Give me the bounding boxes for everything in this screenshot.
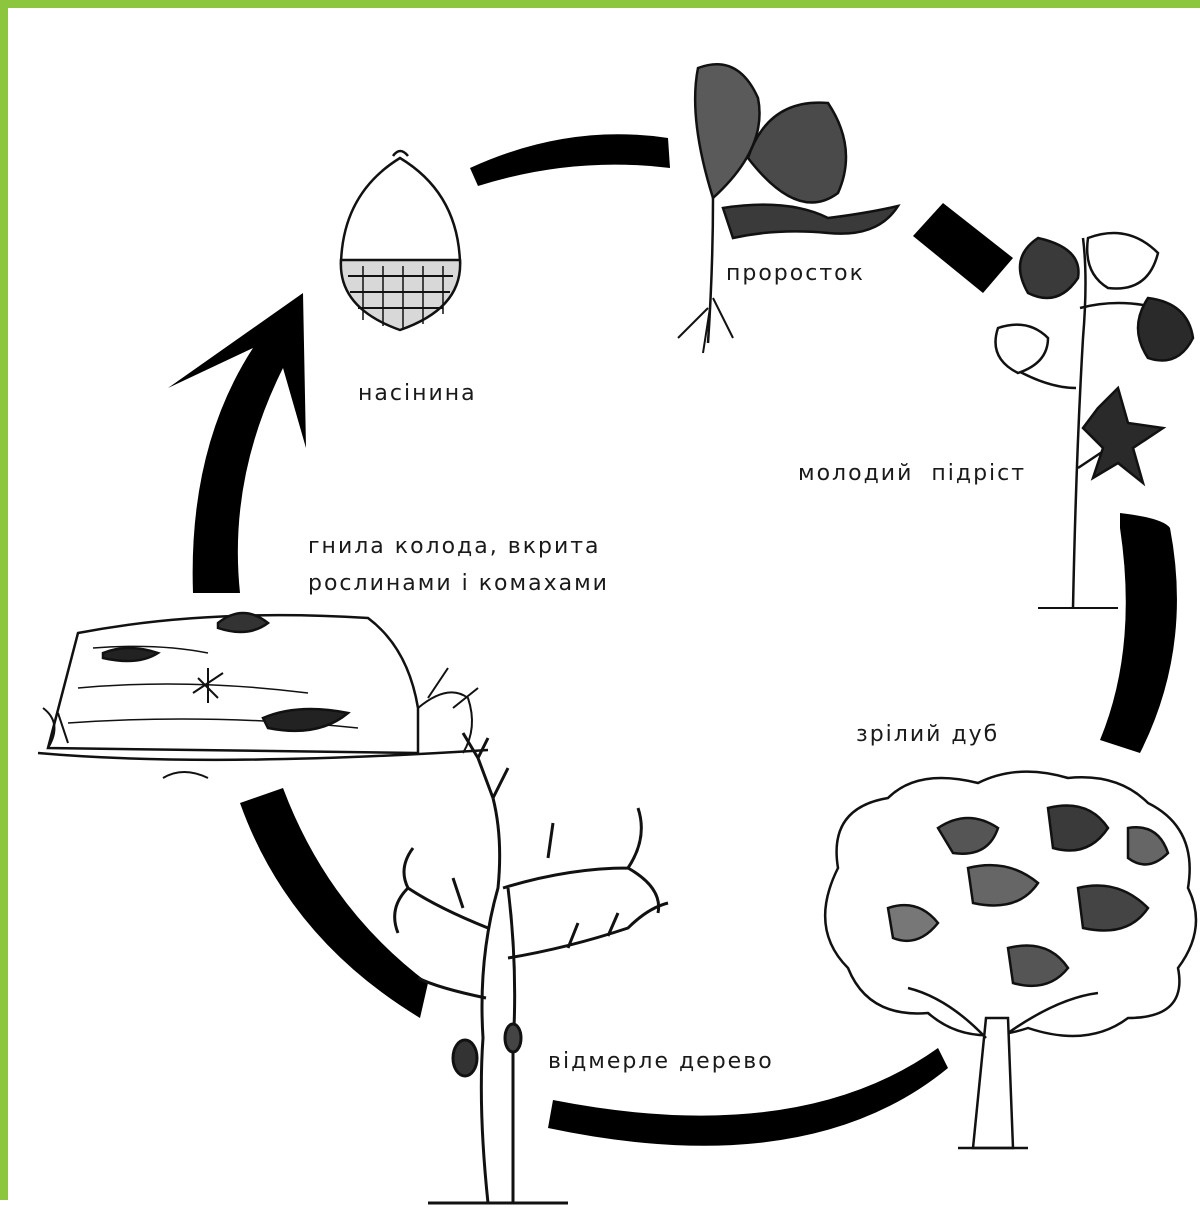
log-icon [38, 613, 488, 778]
connector-sapling-to-oak [1100, 513, 1177, 753]
label-sprout: проросток [726, 261, 865, 286]
acorn-icon [341, 151, 460, 330]
label-mature-oak: зрілий дуб [856, 722, 999, 747]
seedling-icon [678, 64, 898, 353]
label-seed: насінина [358, 381, 477, 406]
label-rotting-log-line1: гнила колода, вкрита [308, 534, 601, 559]
label-sapling: молодий підріст [798, 461, 1026, 486]
connector-sprout-to-sapling [913, 203, 1013, 293]
connector-dead-tree-to-log [240, 788, 428, 1018]
connector-seed-to-sprout [470, 134, 670, 186]
label-rotting-log-line2: рослинами і комахами [308, 571, 609, 596]
oak-life-cycle-diagram: насінина проросток молодий підріст зріли… [8, 8, 1200, 1208]
cycle-arrow-to-seed [168, 293, 306, 593]
label-dead-tree: відмерле дерево [548, 1049, 774, 1074]
